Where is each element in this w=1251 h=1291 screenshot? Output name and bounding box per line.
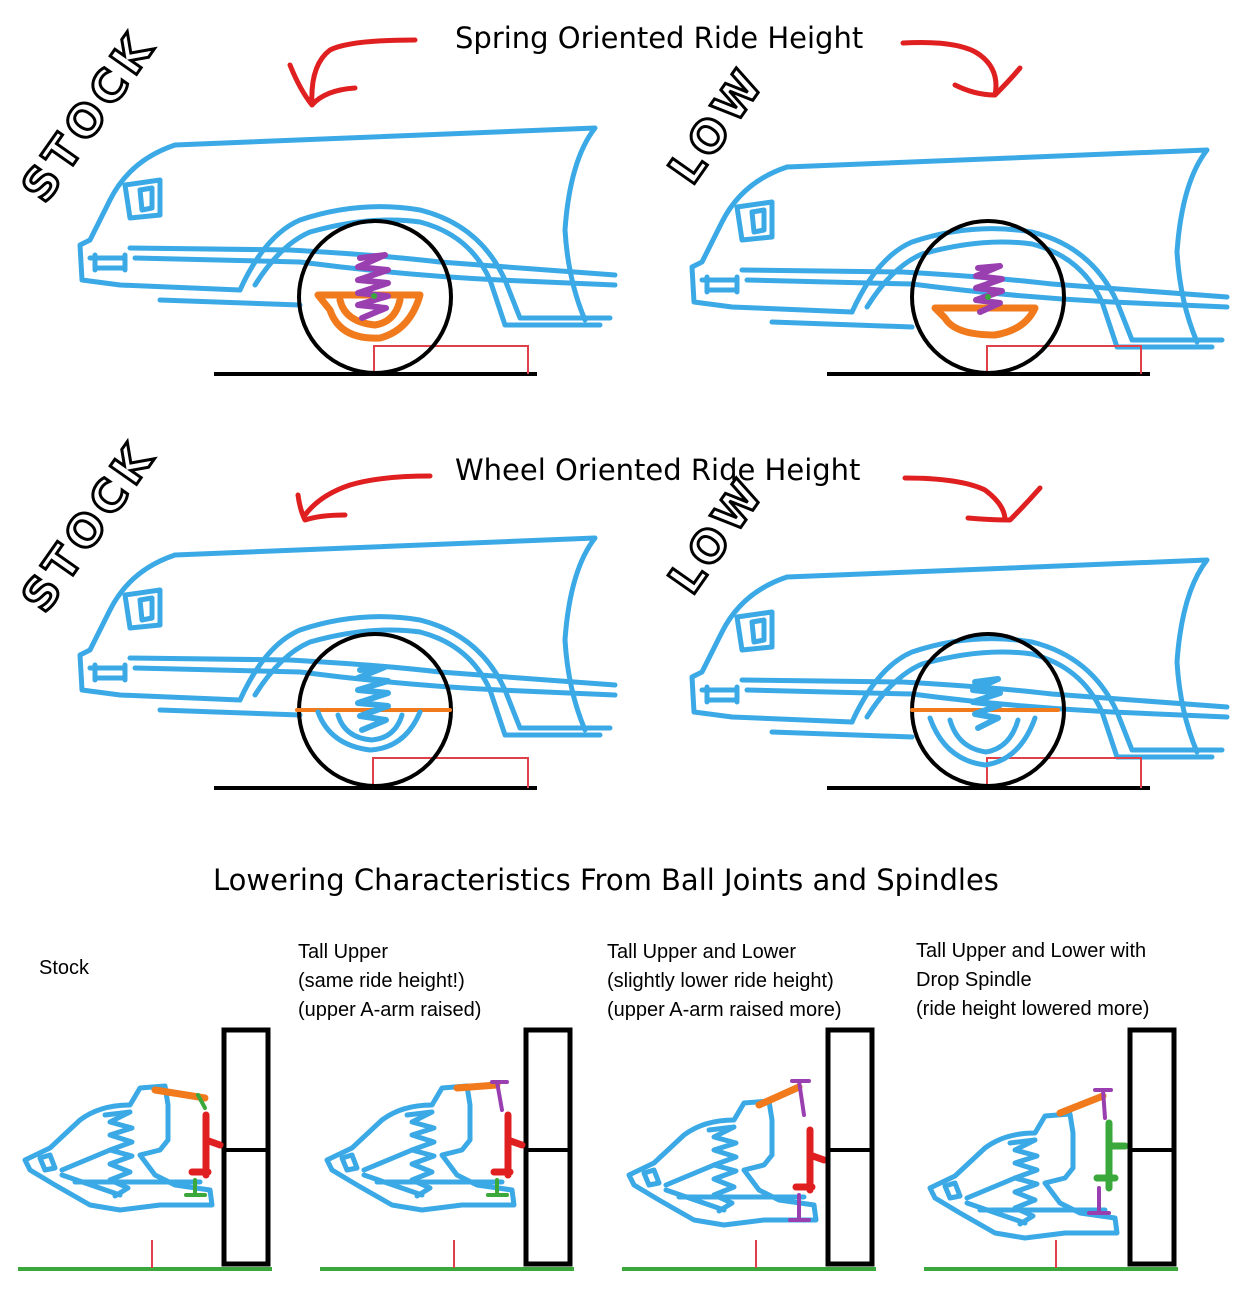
caption-stock: Stock [39,957,90,979]
tire [297,219,453,375]
caption-tall-upper: Tall Upper (same ride height!) (upper A-… [298,941,482,1021]
panel-spring-low-wheel [827,219,1150,376]
arrow-left-top [287,37,418,108]
low-label-2: LOW [659,467,776,603]
coil-spring [355,252,391,321]
panel-wheel-stock: STOCK [11,430,615,735]
panel-spring-low: LOW [658,56,1227,347]
bj-panel-tall-upper [320,1027,574,1271]
spring-oriented-title: Spring Oriented Ride Height [455,21,864,55]
panel-wheel-stock-wheel [214,632,537,790]
bj-panel-drop-spindle-ground [924,1027,1178,1271]
arrow-left-mid [295,473,433,523]
bj-panel-tall-upper-lower-ground [622,1027,876,1271]
panel-wheel-low: LOW [658,466,1227,757]
ball-joint-dot [371,293,377,299]
arrow-right-top [900,40,1023,98]
caption-tall-upper-lower: Tall Upper and Lower (slightly lower rid… [607,941,842,1021]
panel-wheel-low-wheel [827,632,1150,790]
bj-panel-drop-spindle [930,1088,1129,1238]
wheel-oriented-title: Wheel Oriented Ride Height [455,453,861,487]
caption-drop-spindle: Tall Upper and Lower with Drop Spindle (… [916,940,1150,1020]
low-label-1: LOW [659,57,776,193]
ride-height-marker [373,345,529,374]
lowering-title: Lowering Characteristics From Ball Joint… [213,863,999,897]
bj-panel-tall-upper-lower [629,1079,828,1225]
lower-control-arm [314,291,424,342]
bj-panel-stock [18,1027,272,1271]
arrow-right-mid [902,475,1043,523]
